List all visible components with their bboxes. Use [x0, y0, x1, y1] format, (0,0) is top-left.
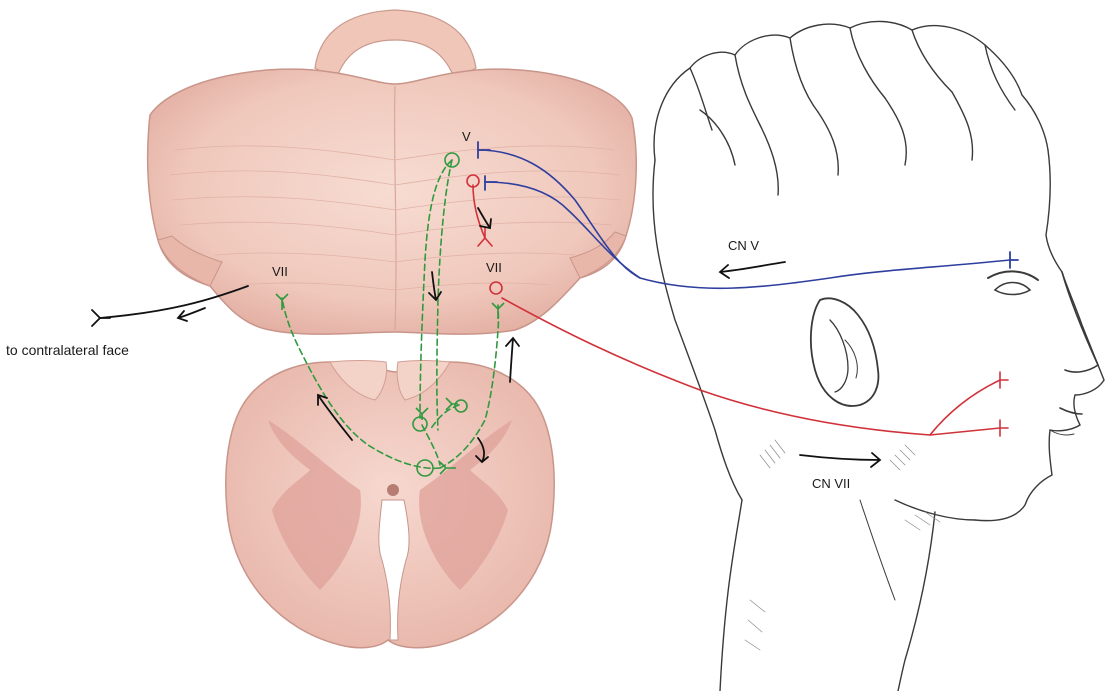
synapse-y-icon: [1010, 252, 1018, 268]
synapse-y-icon: [92, 310, 110, 326]
pons-section: [148, 10, 637, 334]
curved-arrow-icon: [800, 453, 880, 467]
curved-arrow-icon: [720, 262, 785, 278]
label-vii-left: VII: [272, 264, 288, 279]
fourth-ventricle-arch: [315, 10, 476, 80]
ear: [811, 298, 879, 406]
back-of-head: [653, 160, 742, 500]
label-contralateral: to contralateral face: [6, 342, 129, 358]
hair-outline: [654, 21, 1048, 160]
curved-arrow-icon: [506, 338, 519, 382]
label-vii-right: VII: [486, 260, 502, 275]
head-sketch: [653, 21, 1104, 691]
neck-front: [898, 512, 935, 691]
central-canal-top: [387, 484, 399, 496]
label-cn-vii: CN VII: [812, 476, 850, 491]
label-v: V: [462, 129, 471, 144]
face-shading: [745, 440, 940, 650]
neck-back: [720, 500, 742, 691]
synapse-y-icon: [1000, 420, 1008, 436]
synapse-y-icon: [1000, 372, 1008, 388]
medulla-section: [226, 361, 554, 648]
nose: [1062, 272, 1098, 372]
mouth: [1060, 408, 1082, 414]
cn-vii-branch: [930, 380, 1000, 435]
label-cn-v: CN V: [728, 238, 759, 253]
cn-vii-nerve: [502, 298, 1000, 435]
curved-arrow-icon: [178, 308, 205, 321]
eye: [995, 283, 1030, 295]
